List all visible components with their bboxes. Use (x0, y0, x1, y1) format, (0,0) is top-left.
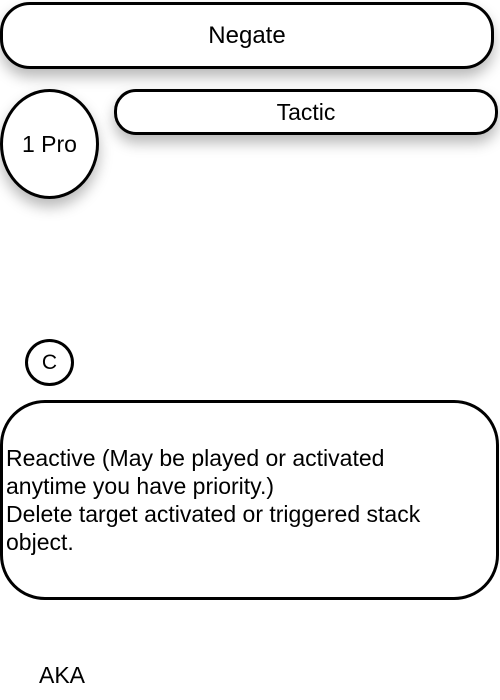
footer-label: AKA (39, 662, 86, 688)
rarity-badge: C (25, 339, 74, 386)
rules-text-box: Reactive (May be played or activated any… (0, 400, 499, 600)
card-type: Tactic (114, 89, 498, 135)
rules-text-reminder: Reactive (May be played or activated any… (6, 445, 385, 499)
rules-text-effect: Delete target activated or triggered sta… (6, 501, 421, 555)
cost-badge: 1 Pro (0, 89, 99, 199)
card-title: Negate (0, 2, 494, 69)
